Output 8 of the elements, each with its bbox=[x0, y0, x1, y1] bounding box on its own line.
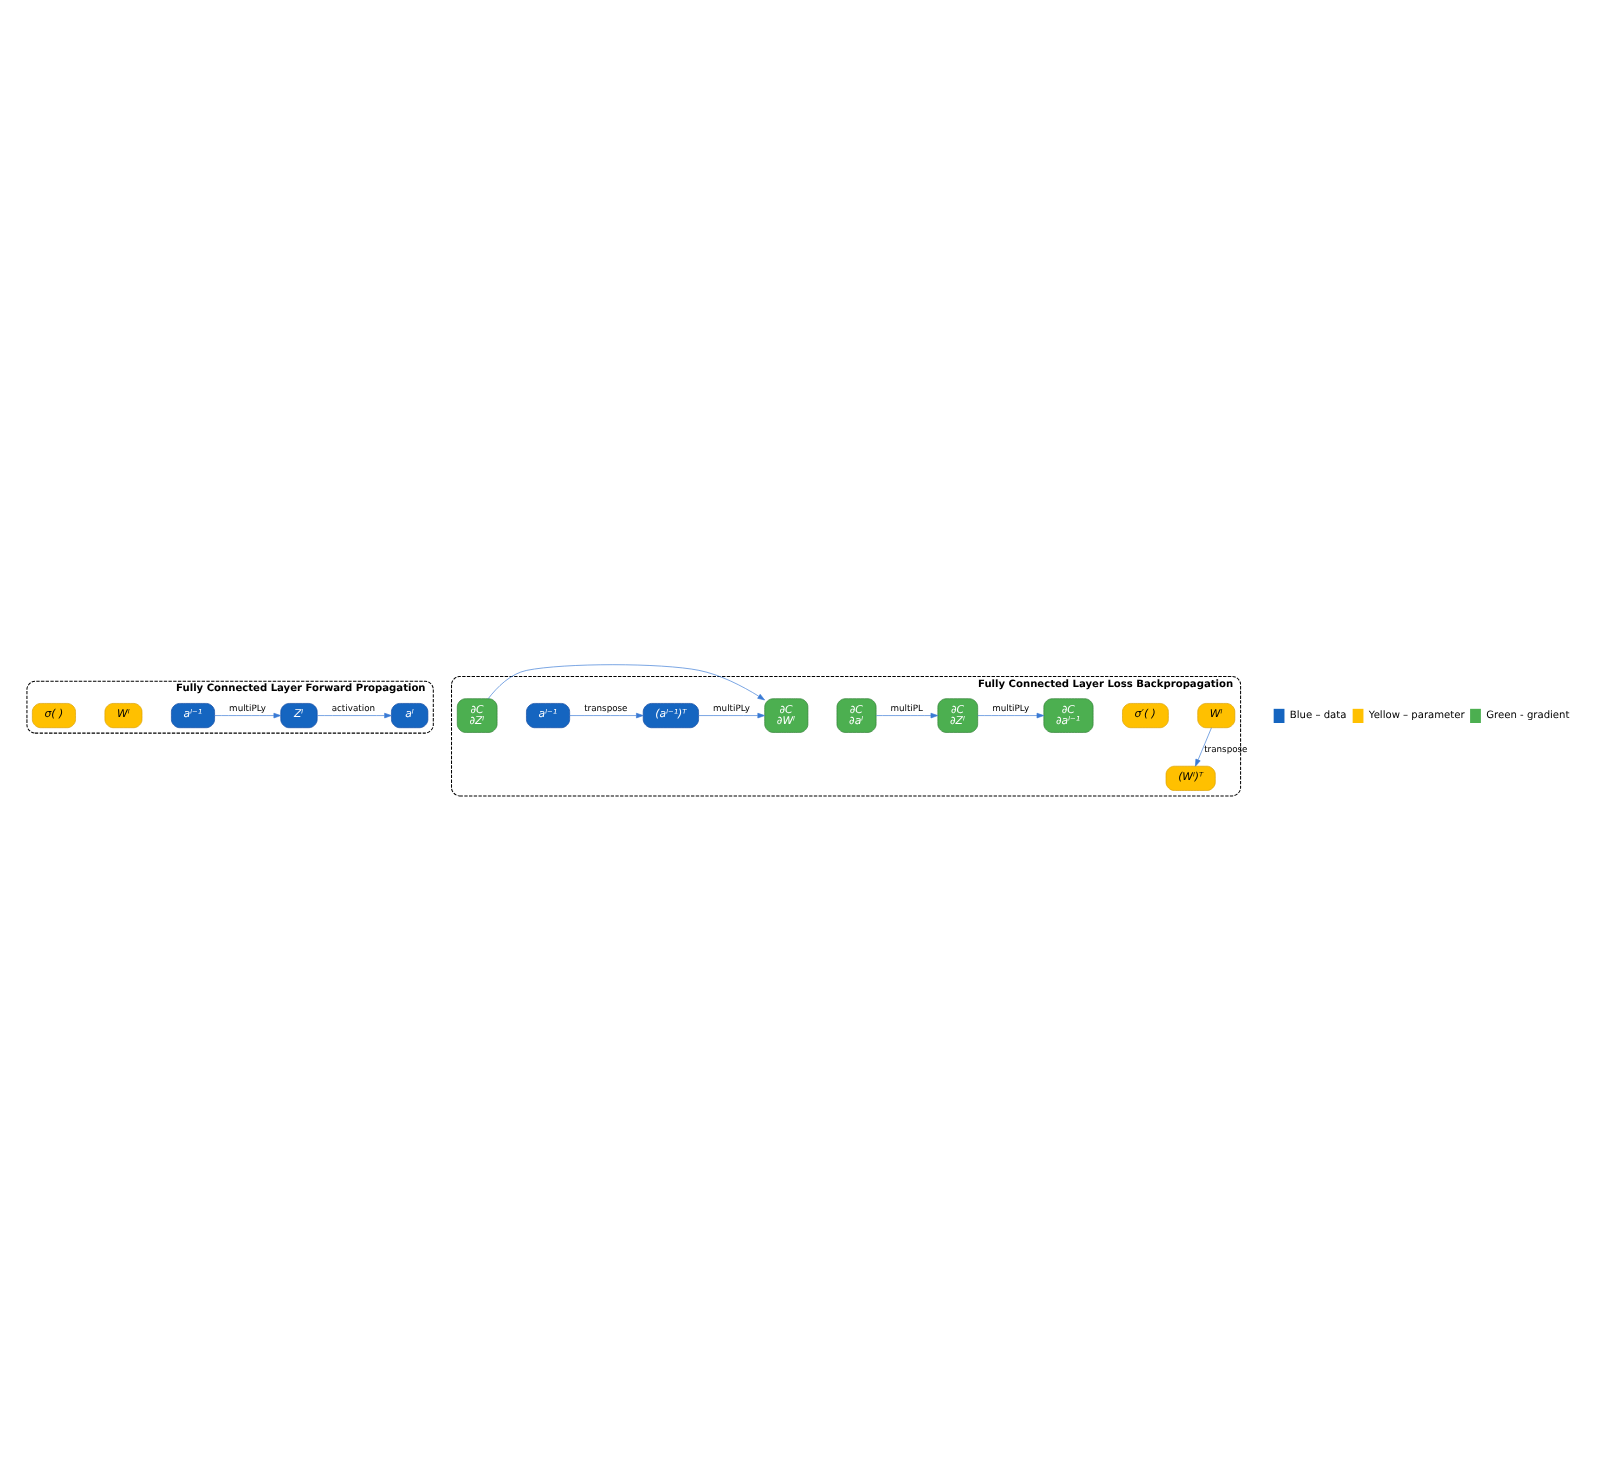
arrow bbox=[569, 712, 644, 719]
arrow bbox=[214, 712, 281, 719]
arrow bbox=[316, 712, 392, 719]
arrow bbox=[977, 712, 1045, 719]
arrow bbox=[875, 712, 939, 719]
arrow bbox=[698, 712, 765, 719]
arrow bbox=[1195, 727, 1212, 767]
arrow bbox=[487, 664, 765, 701]
